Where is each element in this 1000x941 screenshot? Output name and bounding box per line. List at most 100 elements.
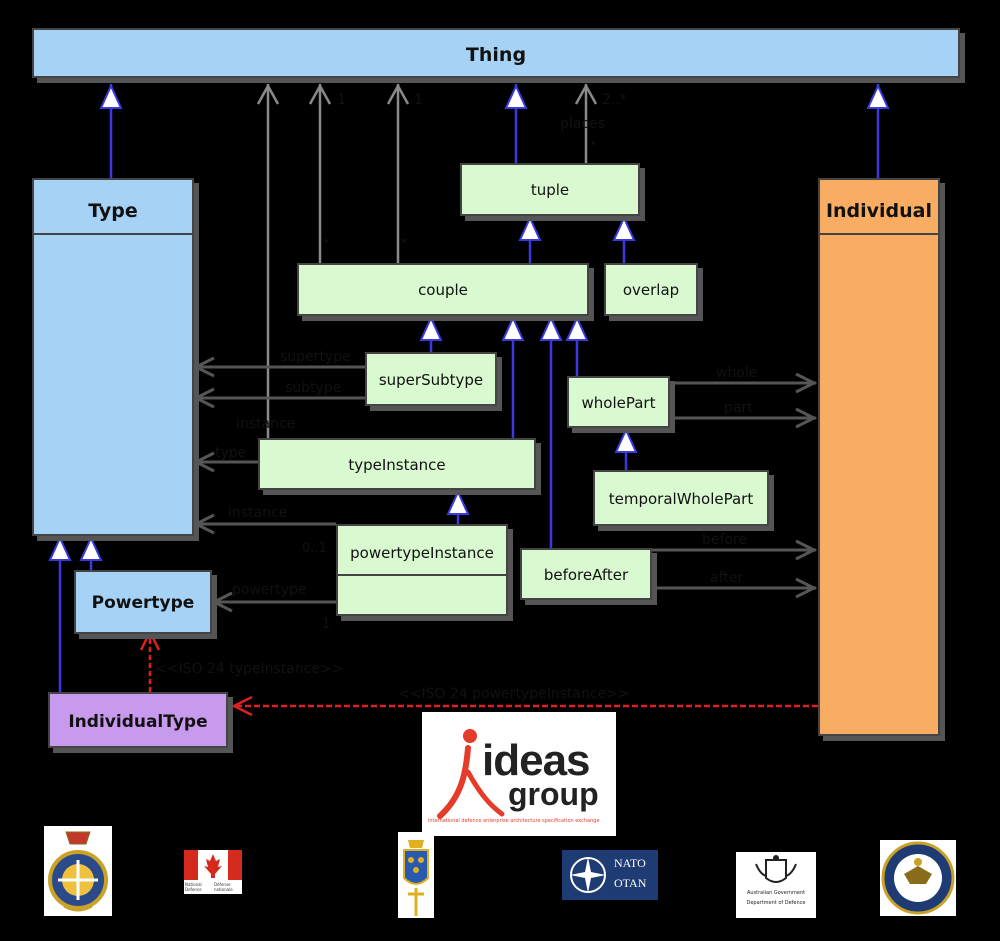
part-role-label: part xyxy=(724,400,753,416)
class-type[interactable]: Type xyxy=(32,178,194,536)
open-arrowhead xyxy=(192,356,215,378)
type-role-label: type xyxy=(215,445,246,461)
open-arrowhead xyxy=(574,83,598,105)
class-title: IndividualType xyxy=(68,712,208,732)
generalization-triangle xyxy=(419,315,443,341)
class-divider xyxy=(338,574,506,576)
whole-role-label: whole xyxy=(716,365,757,381)
class-typeinstance[interactable]: typeInstance xyxy=(258,438,536,490)
class-divider xyxy=(34,233,192,235)
generalization-triangle xyxy=(866,83,890,109)
generalization-triangle xyxy=(79,535,103,561)
class-supersubtype[interactable]: superSubtype xyxy=(365,352,497,406)
australia-gov-label: Australian Government xyxy=(746,890,806,896)
class-overlap[interactable]: overlap xyxy=(604,263,698,316)
instance-role-label: instance xyxy=(236,416,295,432)
ideas-logo-graphic xyxy=(437,729,505,819)
places-role-label: places xyxy=(560,116,605,132)
class-title: Thing xyxy=(465,44,527,66)
class-temporalwholepart[interactable]: temporalWholePart xyxy=(593,470,769,526)
open-arrowhead xyxy=(256,83,280,105)
class-title: couple xyxy=(418,281,468,299)
class-couple[interactable]: couple xyxy=(297,263,589,316)
multiplicity-label: * xyxy=(323,237,330,252)
generalization-triangle xyxy=(565,315,589,341)
generalization-triangle xyxy=(446,489,470,515)
otan-label: OTAN xyxy=(614,876,647,890)
canada-national-defence-logo: National Defence Défense nationale xyxy=(184,850,242,894)
nato-otan-logo: NATO OTAN xyxy=(562,850,658,900)
multiplicity-label: * xyxy=(590,139,597,154)
nato-compass-icon xyxy=(570,857,606,893)
canada-forces-badge xyxy=(44,826,112,916)
ideas-group-logo: ideas group international defence enterp… xyxy=(422,712,616,836)
open-arrowhead xyxy=(192,451,215,473)
class-thing[interactable]: Thing xyxy=(32,28,960,78)
class-individualtype[interactable]: IndividualType xyxy=(48,692,228,748)
open-arrowhead xyxy=(795,407,818,429)
class-individual[interactable]: Individual xyxy=(818,178,940,736)
class-title: typeInstance xyxy=(348,456,446,474)
multiplicity-label: 1 xyxy=(322,617,330,632)
logo-text-sub: group xyxy=(508,776,599,812)
multiplicity-label: 1 xyxy=(414,92,423,108)
stereotype-label: <<ISO 24 powertypeInstance>> xyxy=(398,686,630,702)
generalization-triangle xyxy=(99,83,123,109)
class-title: Type xyxy=(88,200,138,222)
class-powertypeinstance[interactable]: powertypeInstance xyxy=(336,524,508,616)
logo-tagline: international defence enterprise archite… xyxy=(428,818,600,824)
multiplicity-label: 2..* xyxy=(602,92,627,108)
class-tuple[interactable]: tuple xyxy=(460,163,640,216)
multiplicity-label: 1 xyxy=(337,92,346,108)
open-arrowhead xyxy=(231,695,253,717)
class-title: Powertype xyxy=(91,593,195,613)
after-role-label: after xyxy=(710,570,743,586)
sweden-armed-forces-emblem xyxy=(398,832,434,918)
stereotype-label: <<ISO 24 typeInstance>> xyxy=(155,661,344,677)
generalization-triangle xyxy=(539,315,563,341)
canada-label-en: National Defence xyxy=(185,882,202,892)
canada-flag-icon xyxy=(184,850,242,880)
nato-label: NATO xyxy=(614,856,646,870)
generalization-triangle xyxy=(501,315,525,341)
powertype-role-label: powertype xyxy=(232,582,307,598)
generalization-triangle xyxy=(612,215,636,241)
canada-label-fr: Défense nationale xyxy=(214,882,233,892)
generalization-triangle xyxy=(48,535,72,561)
class-beforeafter[interactable]: beforeAfter xyxy=(520,548,652,600)
supertype-role-label: supertype xyxy=(280,349,351,365)
class-title: tuple xyxy=(530,181,570,199)
class-title: overlap xyxy=(622,281,680,299)
open-arrowhead xyxy=(308,83,332,105)
open-arrowhead xyxy=(192,387,215,409)
australia-crest-icon xyxy=(755,855,797,883)
class-title: superSubtype xyxy=(378,371,484,389)
open-arrowhead xyxy=(210,591,233,613)
us-department-of-defense-seal xyxy=(880,840,956,916)
before-role-label: before xyxy=(702,532,747,548)
open-arrowhead xyxy=(386,83,410,105)
class-title: Individual xyxy=(825,200,933,222)
generalization-triangle xyxy=(504,83,528,109)
class-title: powertypeInstance xyxy=(350,544,494,562)
australia-department-of-defence-logo: Australian Government Department of Defe… xyxy=(736,852,816,918)
class-divider xyxy=(820,233,938,235)
subtype-role-label: subtype xyxy=(285,380,341,396)
open-arrowhead xyxy=(192,513,215,535)
australia-dept-label: Department of Defence xyxy=(746,900,806,906)
class-title: temporalWholePart xyxy=(608,490,754,508)
open-arrowhead xyxy=(795,539,818,561)
class-title: beforeAfter xyxy=(543,566,629,584)
badge-emblem-icon xyxy=(48,831,108,912)
sweden-emblem-icon xyxy=(403,840,429,916)
generalization-triangle xyxy=(518,215,542,241)
open-arrowhead xyxy=(795,372,818,394)
class-powertype[interactable]: Powertype xyxy=(74,570,212,634)
dod-seal-icon xyxy=(881,841,955,915)
class-wholepart[interactable]: wholePart xyxy=(567,376,670,428)
logo-text-main: ideas xyxy=(482,736,591,785)
multiplicity-label: 0..1 xyxy=(302,541,327,556)
instance-role-label: instance xyxy=(228,505,287,521)
